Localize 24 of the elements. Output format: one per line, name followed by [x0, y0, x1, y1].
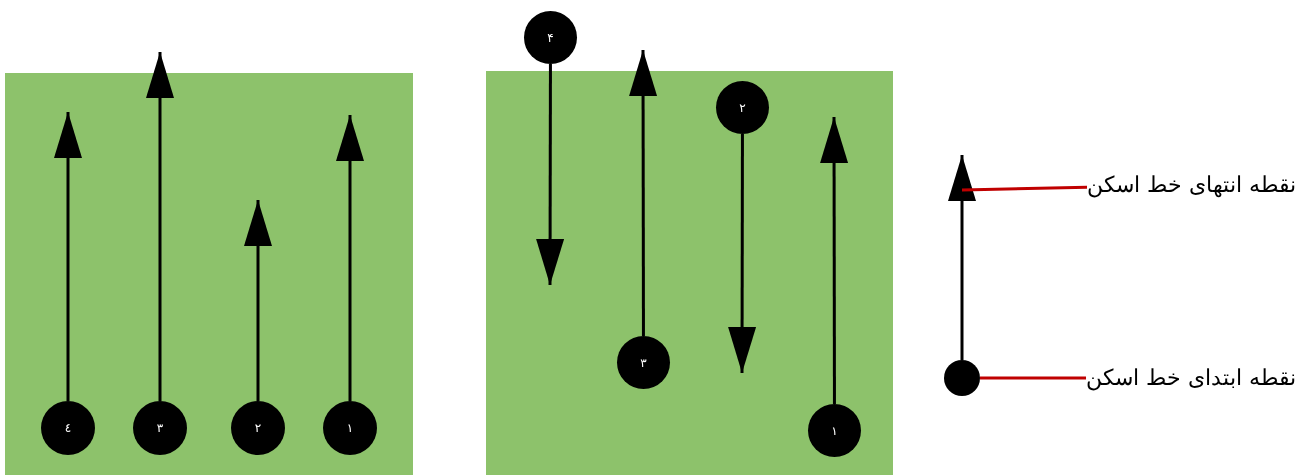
scan-arrow — [536, 64, 565, 285]
scan-arrow — [948, 155, 976, 360]
scan-arrow — [629, 50, 658, 336]
annotation-label: نقطه ابتدای خط اسکن — [1086, 363, 1296, 393]
numbered-circle: ۴ — [524, 11, 577, 64]
panel-background — [5, 73, 413, 475]
leader-line — [961, 185, 1088, 192]
scan-arrow — [54, 112, 82, 401]
numbered-circle: ٢ — [231, 401, 285, 455]
numbered-circle: ٤ — [41, 401, 95, 455]
annotation-label: نقطه انتهای خط اسکن — [1087, 170, 1296, 200]
numbered-circle: ١ — [808, 404, 861, 457]
scan-arrow — [728, 134, 757, 373]
scan-arrow — [336, 115, 364, 401]
numbered-circle: ٢ — [716, 81, 769, 134]
numbered-circle: ١ — [323, 401, 377, 455]
scan-arrow — [820, 117, 849, 404]
scan-arrow — [244, 200, 272, 401]
numbered-circle: ٣ — [617, 336, 670, 389]
dot-marker — [944, 360, 980, 396]
leader-line — [980, 376, 1086, 380]
numbered-circle: ٣ — [133, 401, 187, 455]
panel-background — [486, 71, 893, 475]
scan-arrow — [146, 52, 174, 401]
